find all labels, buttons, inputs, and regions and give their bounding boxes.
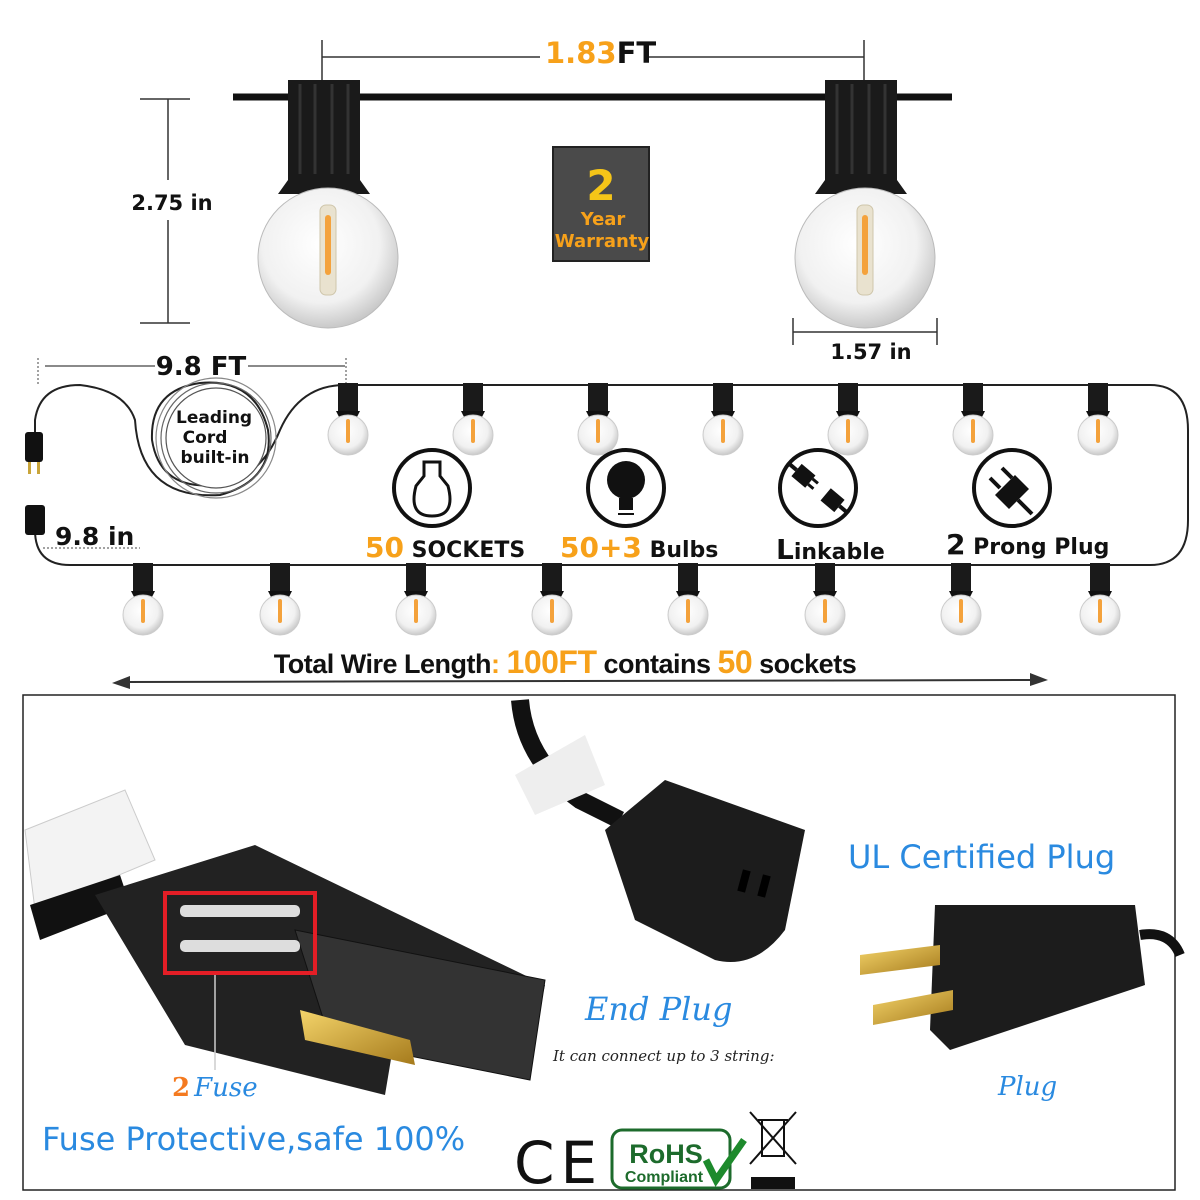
end-plug-photo <box>511 699 805 962</box>
width-label: 1.57 in <box>830 340 911 364</box>
fuse-tagline: Fuse Protective,safe 100% <box>42 1120 465 1158</box>
plug-label: Plug <box>997 1072 1057 1102</box>
feature-label: 50+3 Bulbs <box>560 531 718 564</box>
male-plug-photo <box>860 905 1185 1050</box>
feature-linkable: Linkable <box>776 448 885 566</box>
warranty-number: 2 <box>586 161 615 210</box>
male-plug <box>25 432 43 474</box>
end-plug-note: It can connect up to 3 string: <box>552 1047 775 1065</box>
small-bulb <box>667 563 709 636</box>
small-bulb <box>395 563 437 636</box>
height-label: 2.75 in <box>131 191 212 215</box>
warranty-badge: 2 Year Warranty <box>552 146 650 262</box>
weee-bin-icon <box>749 1111 797 1189</box>
small-bulbs <box>122 383 1121 636</box>
small-bulb <box>804 563 846 636</box>
lead-length-label: 9.8 FT <box>156 352 247 382</box>
end-plug-title: End Plug <box>584 990 732 1028</box>
spacing-label: 1.83FT <box>545 36 656 70</box>
small-bulb <box>827 383 869 456</box>
socket-icon <box>392 448 472 528</box>
rohs-subtext: Compliant <box>625 1169 704 1186</box>
check-icon <box>702 1137 747 1187</box>
rohs-badge: RoHS Compliant <box>610 1128 747 1190</box>
fuse-highlight-box <box>163 891 317 975</box>
ce-mark: CE <box>514 1129 603 1197</box>
wire-loop <box>34 384 1189 566</box>
female-plug <box>25 505 45 535</box>
small-bulb <box>259 563 301 636</box>
leading-cord-badge: Leading Cord built-in <box>176 408 258 468</box>
large-bulb <box>794 80 936 329</box>
top-dimension-section: 1.83FT 2.75 in 1.57 in 2 Year War <box>131 36 952 364</box>
small-bulb <box>1077 383 1119 456</box>
small-bulb <box>940 563 982 636</box>
small-bulb <box>452 383 494 456</box>
string-overview: Leading Cord built-in 9.8 FT 9.8 in <box>25 352 1189 689</box>
feature-sockets: 50 SOCKETS <box>365 448 525 564</box>
length-arrow <box>119 679 1041 683</box>
feature-label: 2 Prong Plug <box>946 528 1109 561</box>
small-bulb <box>122 563 164 636</box>
small-bulb <box>577 383 619 456</box>
feature-prong-plug: 2 Prong Plug <box>946 448 1109 561</box>
feature-bulbs: 50+3 Bulbs <box>560 448 718 564</box>
feature-label: 50 SOCKETS <box>365 531 525 564</box>
tail-length-label: 9.8 in <box>55 522 134 551</box>
fuse-plug-photo <box>24 789 546 1095</box>
linkable-plug-icon <box>778 448 858 528</box>
small-bulb <box>702 383 744 456</box>
small-bulb <box>952 383 994 456</box>
small-bulb <box>531 563 573 636</box>
feature-label: Linkable <box>776 533 885 566</box>
ul-certified-title: UL Certified Plug <box>848 838 1115 876</box>
large-bulb <box>257 80 399 329</box>
rohs-text: RoHS <box>629 1139 703 1169</box>
warranty-word: Warranty <box>555 231 650 252</box>
total-wire-length: Total Wire Length: 100FT contains 50 soc… <box>274 644 856 680</box>
small-bulb <box>1079 563 1121 636</box>
warranty-year: Year <box>580 209 626 230</box>
small-bulb <box>327 383 369 456</box>
